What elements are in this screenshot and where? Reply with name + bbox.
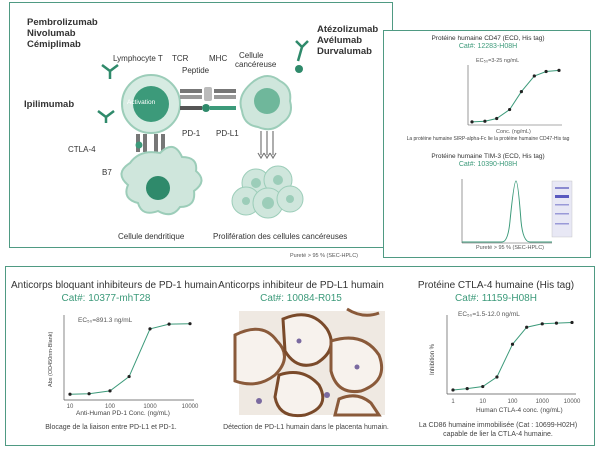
cd47-fit-curve (471, 69, 560, 123)
ctla4-x-tick: 10000 (564, 399, 581, 405)
ctla4-data-point (525, 325, 529, 329)
cd47-data-point (483, 119, 487, 123)
ctla4-title: Protéine CTLA-4 humaine (His tag) (417, 280, 575, 291)
pd1-data-point (188, 322, 192, 326)
cd47-title: Protéine humaine CD47 (ECD, His tag) (431, 35, 545, 42)
immune-checkpoint-diagram-panel: Pembrolizumab Nivolumab Cémiplimab Atézo… (9, 2, 393, 259)
bottom-products-panel: Anticorps bloquant inhibiteurs de PD-1 h… (5, 266, 595, 446)
cd47-data-point (508, 107, 512, 112)
pd1-caption: Blocage de la liaison entre PD-L1 et PD-… (45, 424, 177, 431)
mhc-label: MHC (209, 54, 228, 63)
pd1-ec50: EC₅₀=891.3 ng/mL (78, 317, 133, 324)
placenta-ihc-image (233, 307, 385, 418)
drug-nivolumab: Nivolumab (27, 28, 76, 39)
pd1-title: Anticorps bloquant inhibiteurs de PD-1 h… (11, 280, 218, 291)
ctla4-data-point (465, 386, 469, 391)
pd1-data-point (167, 322, 171, 326)
cd47-caption: La protéine humaine SIRP-alpha-Fc lie la… (406, 136, 570, 142)
pdl1-receptor (210, 106, 236, 110)
pd1-chart: 10 100 1000 10000 (63, 315, 199, 410)
cd47-data-point (557, 68, 561, 72)
activation-label: Activation (127, 99, 156, 106)
diagram-purity: Pureté > 95 % (SEC-HPLC) (290, 253, 359, 259)
drug-avelumab: Avélumab (317, 35, 363, 46)
ctla4-x-tick: 10 (479, 399, 486, 405)
ctla4-data-point (495, 375, 499, 379)
pd1-data-point (68, 392, 72, 396)
mhc-receptor (214, 89, 236, 93)
drug-atezolizumab: Atézolizumab (317, 24, 379, 35)
pd1-x-tick: 100 (105, 404, 116, 410)
cd47-data-point (495, 116, 499, 121)
ctla4-data-point (570, 320, 574, 325)
cancer-cell-label-line2: cancéreuse (235, 60, 277, 69)
tim3-purity: Pureté > 95 % (SEC-HPLC) (476, 245, 545, 251)
ctla4-ylabel: Inhibition % (430, 343, 436, 375)
t-lymphocyte-nucleus (133, 86, 169, 122)
pd1-data-point (148, 327, 152, 331)
tim3-chromatogram (461, 179, 573, 244)
pd1-cat: Cat#: 10377-mhT28 (61, 293, 151, 304)
cd47-data-point (544, 69, 548, 74)
cd47-data-point (532, 74, 536, 78)
tcr-receptor (180, 89, 202, 93)
dendritic-cell-label: Cellule dendritique (118, 232, 185, 241)
ctla4-data-point (540, 322, 544, 326)
sds-gel-image (551, 180, 573, 238)
ctla4-fit-curve (452, 322, 573, 391)
pd1-data-point (108, 389, 112, 393)
ctla4-data-point (451, 388, 455, 392)
lymphocyte-t-label: Lymphocyte T (113, 54, 163, 63)
pd1-xlabel: Anti-Human PD-1 Conc. (ng/mL) (76, 410, 170, 417)
tim3-cat: Cat#: 10390-H08H (458, 161, 518, 168)
cd47-data-point (470, 120, 474, 124)
ctla4-data-point (481, 384, 485, 389)
ctla4-xlabel: Human CTLA-4 conc. (ng/mL) (476, 407, 563, 414)
drug-cemiplimab: Cémiplimab (27, 39, 81, 50)
drug-pembrolizumab: Pembrolizumab (27, 17, 98, 28)
cd47-data-point (519, 90, 523, 94)
tcr-label: TCR (172, 54, 189, 63)
cd47-xlabel: Conc. (ng/mL) (496, 129, 531, 135)
drug-durvalumab: Durvalumab (317, 46, 372, 57)
pdl1-antibody-icon (295, 40, 309, 62)
drug-ipilimumab: Ipilimumab (24, 99, 75, 110)
peptide-mhc (204, 87, 212, 101)
ctla4-data-point (510, 342, 515, 346)
pdl1-cat: Cat#: 10084-R015 (260, 293, 342, 304)
cd47-cat: Cat#: 12283-H08H (458, 43, 518, 50)
ctla4-x-tick: 1000 (536, 399, 550, 405)
pd1-x-tick: 10 (67, 404, 74, 410)
ctla4-chart: 1 10 100 1000 10000 (446, 315, 581, 405)
pd1-antibody-icon (101, 64, 119, 79)
ctla4-x-tick: 1 (451, 399, 455, 405)
pd1-label: PD-1 (182, 129, 201, 138)
proliferating-cancer-cells (231, 165, 304, 219)
tim3-title: Protéine humaine TIM-3 (ECD, His tag) (431, 153, 545, 160)
ctla4-caption: La CD86 humaine immobilisée (Cat : 10699… (418, 422, 578, 438)
ctla4-x-tick: 100 (507, 399, 518, 405)
pd1-x-tick: 10000 (182, 404, 199, 410)
pd1-x-tick: 1000 (143, 404, 157, 410)
cancer-cell-label-line1: Cellule (239, 51, 264, 60)
ctla4-cat: Cat#: 11159-H08H (455, 293, 537, 304)
proliferation-label: Prolifération des cellules cancéreuses (213, 232, 348, 241)
pd1-data-point (127, 374, 131, 379)
cd47-ec50: EC₅₀=3-25 ng/mL (476, 58, 520, 64)
ctla4-ec50: EC₅₀=1.5-12.0 ng/mL (458, 311, 520, 318)
right-product-panel: Protéine humaine CD47 (ECD, His tag) Cat… (383, 30, 591, 258)
pdl1-label: PD-L1 (216, 129, 239, 138)
ctla4-label: CTLA-4 (68, 145, 96, 154)
ctla4-antibody-icon (97, 110, 115, 123)
diagram-graphic (97, 40, 309, 219)
pd1-data-point (87, 392, 91, 396)
pd1-receptor (180, 106, 202, 110)
b7-label: B7 (102, 168, 112, 177)
pdl1-title: Anticorps inhibiteur de PD-L1 humain (218, 280, 384, 291)
cd47-chart (467, 65, 562, 126)
cancer-cell-nucleus (254, 88, 280, 114)
pdl1-caption: Détection de PD-L1 humain dans le placen… (223, 424, 389, 431)
peptide-label: Peptide (182, 66, 210, 75)
ctla4-data-point (554, 321, 559, 325)
